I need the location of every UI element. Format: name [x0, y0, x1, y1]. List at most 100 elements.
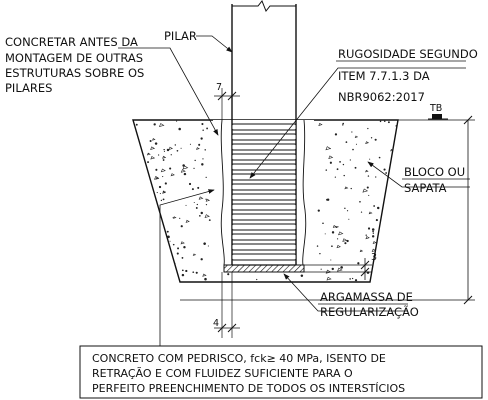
aggregate-dot [189, 143, 192, 145]
aggregate-stone [336, 244, 341, 249]
aggregate-dot [388, 263, 391, 265]
aggregate-dot [165, 247, 167, 249]
aggregate-dot [329, 148, 331, 150]
aggregate-dot [172, 243, 175, 246]
aggregate-dot [334, 176, 336, 178]
label-bloco-line-2: SAPATA [404, 181, 447, 195]
aggregate-dot [155, 220, 158, 223]
aggregate-dot [185, 204, 187, 206]
aggregate-stone [133, 151, 138, 155]
aggregate-dot [387, 121, 390, 124]
aggregate-stone [154, 175, 160, 180]
aggregate-dot [180, 225, 183, 228]
aggregate-dot [133, 228, 137, 231]
aggregate-dot [366, 186, 369, 189]
aggregate-dot [193, 167, 195, 169]
aggregate-stone [365, 236, 370, 240]
aggregate-dot [331, 245, 333, 248]
aggregate-stone [371, 248, 377, 253]
label-argamassa: ARGAMASSA DE REGULARIZAÇÃO [320, 290, 419, 319]
aggregate-stone [155, 176, 160, 180]
aggregate-dot [200, 258, 203, 261]
aggregate-dot [205, 176, 207, 179]
aggregate-dot [155, 168, 158, 171]
aggregate-stone [150, 146, 156, 150]
aggregate-dot [136, 148, 140, 152]
aggregate-stone [365, 169, 369, 173]
aggregate-dot [195, 207, 198, 209]
bottom-gap-dimension [214, 272, 240, 338]
groove-ring [231, 193, 297, 201]
aggregate-stone [328, 155, 334, 160]
aggregate-dot [181, 273, 185, 277]
aggregate-dot [337, 226, 339, 228]
aggregate-dot [174, 144, 176, 146]
aggregate-dot [155, 278, 158, 281]
aggregate-dot [370, 137, 373, 139]
aggregate-dot [300, 274, 304, 278]
label-bloco: BLOCO OU SAPATA [404, 165, 465, 195]
aggregate-dot [163, 255, 166, 258]
aggregate-dot [325, 169, 328, 171]
aggregate-stone [152, 138, 156, 141]
groove-ring [231, 173, 297, 181]
label-pilar: PILAR [164, 29, 197, 43]
aggregate-dot [169, 167, 172, 170]
aggregate-dot [393, 173, 395, 176]
aggregate-dot [164, 267, 168, 270]
label-rugosidade: RUGOSIDADE SEGUNDO ITEM 7.7.1.3 DA NBR90… [338, 47, 478, 104]
label-concreto-line-2: RETRAÇÃO E COM FLUIDEZ SUFICIENTE PARA O [92, 367, 353, 380]
aggregate-dot [354, 166, 357, 169]
aggregate-dot [331, 231, 335, 234]
groove-ring [231, 183, 297, 191]
aggregate-stone [146, 152, 151, 156]
aggregate-dot [393, 195, 395, 197]
aggregate-dot [392, 203, 394, 205]
aggregate-dot [178, 127, 181, 131]
aggregate-dot [182, 164, 185, 167]
aggregate-stone [326, 276, 332, 281]
aggregate-dot [133, 198, 134, 200]
groove-ring [231, 153, 297, 161]
aggregate-stone [365, 141, 370, 145]
aggregate-dot [139, 269, 143, 272]
aggregate-dot [183, 245, 186, 249]
aggregate-dot [354, 279, 358, 282]
aggregate-dot [139, 210, 142, 213]
aggregate-dot [393, 224, 396, 227]
label-concretar-line-3: ESTRUTURAS SOBRE OS [5, 66, 144, 80]
aggregate-dot [352, 148, 354, 151]
aggregate-dot [134, 240, 137, 244]
aggregate-stone [344, 186, 349, 190]
aggregate-dot [379, 120, 382, 123]
aggregate-dot [205, 204, 208, 206]
aggregate-dot [340, 266, 343, 269]
height-dimension [180, 115, 475, 305]
aggregate-dot [149, 227, 151, 229]
aggregate-stone [152, 261, 156, 265]
bottom-thickness-dimension [304, 258, 372, 280]
aggregate-dot [160, 199, 163, 202]
aggregate-dot [158, 185, 162, 189]
aggregate-dot [367, 127, 369, 130]
groove-ring [231, 203, 297, 211]
aggregate-dot [387, 192, 389, 194]
aggregate-dot [166, 230, 169, 233]
aggregate-dot [192, 271, 195, 274]
aggregate-dot [394, 269, 397, 272]
aggregate-dot [202, 158, 204, 160]
groove-ring [231, 233, 297, 241]
aggregate-dot [176, 252, 179, 255]
dim-bottom-gap-label: 4 [213, 318, 219, 329]
aggregate-dot [204, 149, 206, 151]
groove-ring [231, 223, 297, 231]
aggregate-dot [393, 239, 396, 242]
aggregate-stone [362, 188, 369, 193]
label-tb: TB [429, 103, 442, 114]
aggregate-dot [346, 210, 349, 212]
aggregate-dot [372, 230, 374, 233]
aggregate-dot [389, 208, 392, 211]
aggregate-dot [133, 192, 134, 194]
aggregate-dot [256, 278, 258, 281]
label-rugosidade-line-3: NBR9062:2017 [338, 90, 425, 104]
